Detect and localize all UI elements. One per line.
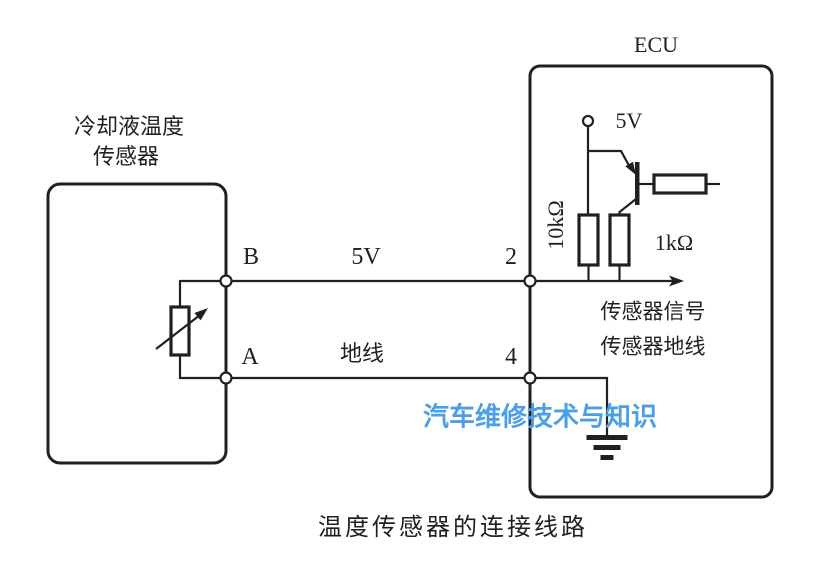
ground-symbol-icon — [586, 435, 628, 460]
sensor-circuit — [46, 182, 228, 465]
pin-4-label: 4 — [505, 343, 517, 370]
terminal-a-icon — [219, 371, 233, 385]
figure-caption: 温度传感器的连接线路 — [318, 514, 588, 541]
sensor-internal-wire-bottom — [178, 355, 226, 380]
pin-2-icon — [523, 274, 537, 288]
watermark-text: 汽车维修技术与知识 — [422, 401, 658, 432]
pullup-resistor-label: 10kΩ — [542, 200, 568, 250]
transistor-base-bar — [635, 162, 640, 205]
terminal-a-label: A — [241, 343, 259, 370]
sensor-box — [46, 182, 228, 465]
sensor-signal-label: 传感器信号 — [600, 299, 706, 324]
terminal-b-icon — [219, 274, 233, 288]
connector-terminals — [219, 274, 537, 385]
sensor-title-line1: 冷却液温度 — [73, 113, 185, 139]
ecu-title: ECU — [634, 31, 678, 57]
wire-ground-label: 地线 — [339, 340, 385, 366]
sensor-internal-wire-top — [178, 279, 226, 307]
sensor-ground-label: 传感器地线 — [600, 334, 706, 359]
ecu-circuit — [528, 64, 774, 499]
series-resistor-label: 1kΩ — [654, 229, 694, 255]
ground-wire-internal — [530, 376, 609, 436]
transistor-emitter-wire — [588, 149, 631, 168]
thermistor-arrow-head-icon — [194, 308, 208, 321]
thermistor-arrow-shaft — [155, 314, 201, 350]
harness-wires — [226, 279, 530, 380]
output-resistor-body — [652, 173, 708, 195]
sensor-title-line2: 传感器 — [92, 143, 160, 169]
series-resistor-body — [608, 213, 631, 267]
ecu-supply-label: 5V — [615, 107, 643, 133]
wire-5v-label: 5V — [351, 243, 381, 270]
signal-arrow-icon — [669, 275, 684, 287]
supply-terminal-icon — [581, 114, 595, 128]
pin-2-label: 2 — [505, 243, 517, 270]
transistor-emitter-arrow-icon — [625, 161, 636, 175]
pin-4-icon — [523, 371, 537, 385]
terminal-b-label: B — [242, 243, 260, 270]
pullup-resistor-body — [577, 213, 600, 267]
